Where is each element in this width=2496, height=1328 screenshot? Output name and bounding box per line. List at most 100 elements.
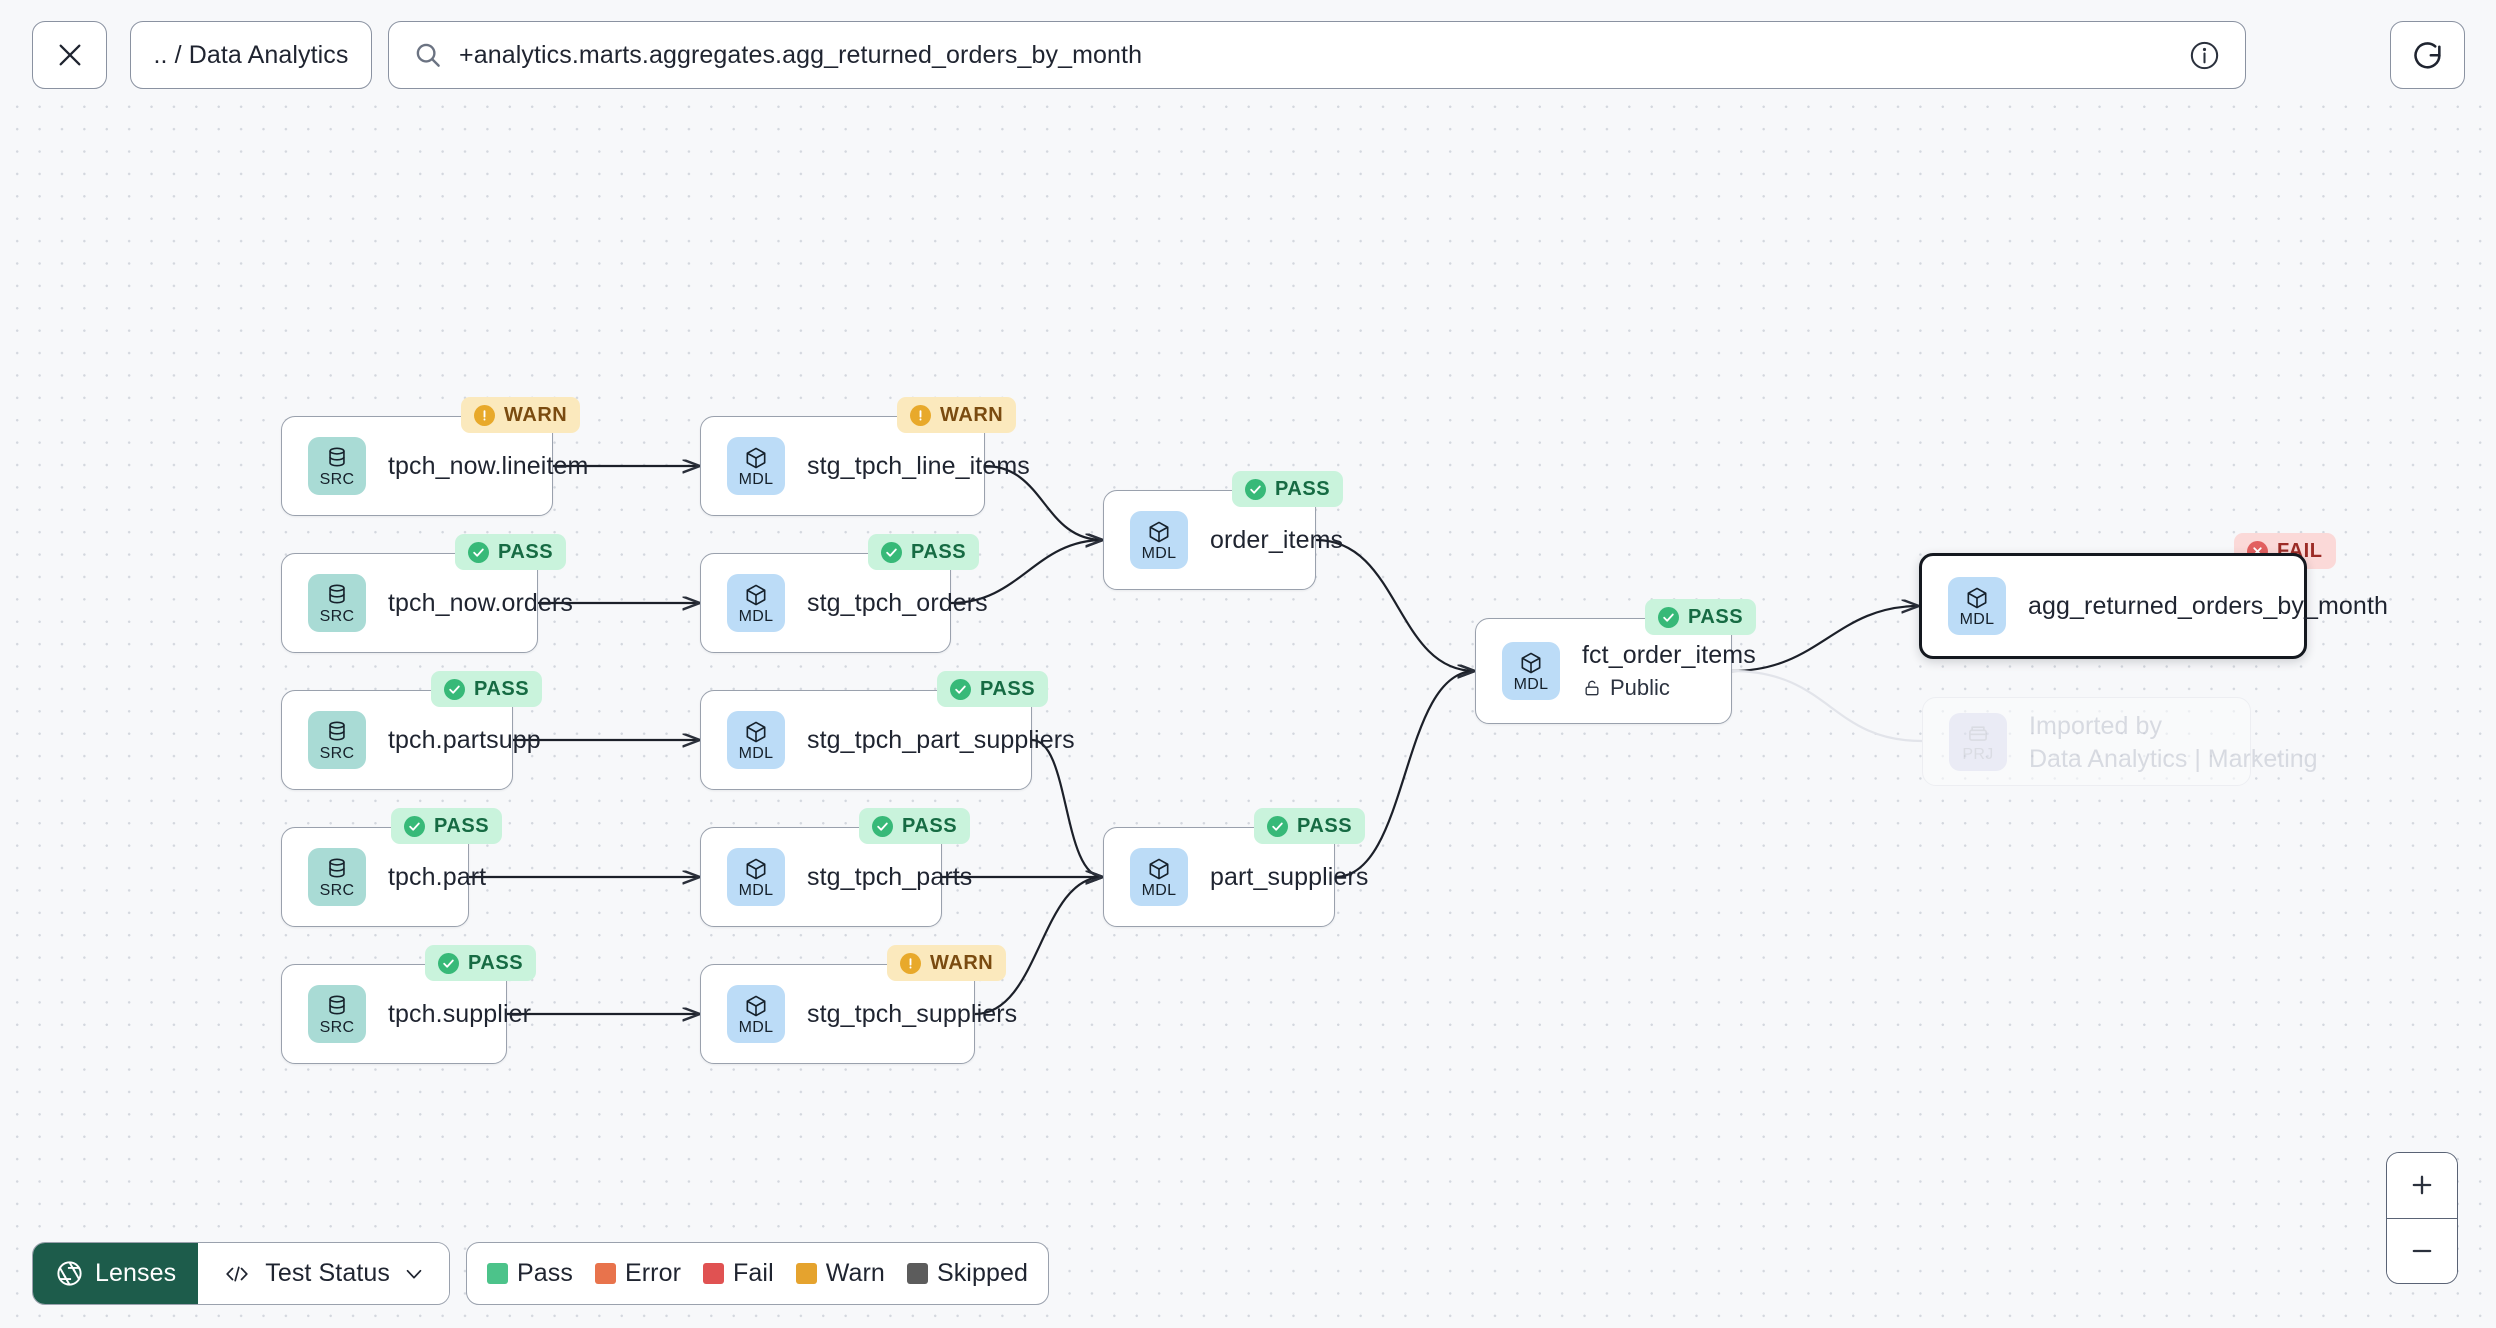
status-badge-pass[interactable]: PASS — [431, 671, 543, 707]
minus-icon — [2412, 1249, 2432, 1252]
node-text-group: tpch.supplier — [388, 1000, 531, 1029]
lineage-edge — [1334, 671, 1475, 879]
node-text-group: stg_tpch_parts — [807, 862, 973, 892]
status-dot-icon — [444, 678, 465, 700]
node-text-group: order_items — [1210, 525, 1344, 555]
status-dot-icon — [474, 404, 495, 426]
node-kind-badge: SRC — [308, 985, 366, 1043]
lenses-button[interactable]: Lenses — [33, 1243, 199, 1304]
legend-item-fail[interactable]: Fail — [703, 1259, 774, 1288]
legend-item-warn[interactable]: Warn — [795, 1259, 885, 1288]
legend-item-pass[interactable]: Pass — [487, 1259, 573, 1288]
status-badge-label: PASS — [1275, 477, 1331, 500]
node-kind-label: MDL — [738, 744, 774, 762]
check-icon — [877, 822, 888, 831]
node-label: stg_tpch_part_suppliers — [807, 725, 1075, 754]
search-input[interactable]: +analytics.marts.aggregates.agg_returned… — [388, 21, 2246, 89]
status-badge-pass[interactable]: PASS — [455, 534, 567, 570]
status-badge-pass[interactable]: PASS — [868, 534, 980, 570]
lenses-label: Lenses — [95, 1259, 177, 1287]
node-kind-label: SRC — [319, 744, 355, 762]
cube-icon — [1149, 858, 1169, 879]
node-kind-label: MDL — [1141, 544, 1177, 562]
exclamation-icon — [483, 409, 486, 421]
status-dot-icon — [881, 541, 902, 563]
status-badge-label: PASS — [474, 677, 530, 700]
node-text-group: stg_tpch_line_items — [807, 451, 1030, 481]
node-kind-label: SRC — [319, 1018, 355, 1036]
node-kind-label: MDL — [738, 1018, 774, 1036]
node-kind-badge: MDL — [727, 711, 785, 769]
database-icon — [329, 857, 345, 878]
status-badge-pass[interactable]: PASS — [1645, 599, 1757, 635]
legend-swatch — [487, 1263, 508, 1284]
close-icon — [59, 44, 80, 66]
status-badge-label: PASS — [434, 814, 490, 837]
node-kind-badge: MDL — [727, 437, 785, 495]
check-icon — [886, 548, 897, 557]
node-label: tpch.part — [388, 862, 487, 891]
search-value: +analytics.marts.aggregates.agg_returned… — [459, 40, 1143, 69]
zoom-out-button[interactable] — [2387, 1218, 2457, 1283]
node-tpch_supplier[interactable]: SRC tpch.supplier — [281, 964, 531, 1064]
close-button[interactable] — [32, 21, 107, 89]
node-order_items[interactable]: MDL order_items — [1103, 490, 1344, 590]
node-kind-badge: MDL — [727, 985, 785, 1043]
check-icon — [449, 685, 460, 694]
status-badge-label: PASS — [468, 951, 524, 974]
status-badge-warn[interactable]: WARN — [461, 397, 581, 433]
status-badge-label: WARN — [940, 403, 1004, 426]
status-dot-icon — [910, 404, 931, 426]
status-badge-pass[interactable]: PASS — [859, 808, 971, 844]
status-badge-label: WARN — [504, 403, 568, 426]
node-text-group: stg_tpch_orders — [807, 588, 988, 618]
status-badge-pass[interactable]: PASS — [391, 808, 503, 844]
node-text-group: stg_tpch_part_suppliers — [807, 725, 1075, 755]
node-label: part_suppliers — [1210, 862, 1369, 891]
node-label: Imported by — [2029, 711, 2163, 740]
node-kind-badge: MDL — [727, 574, 785, 632]
status-badge-label: PASS — [1688, 605, 1744, 628]
status-dot-icon — [1658, 606, 1679, 628]
status-dot-icon — [468, 541, 489, 563]
zoom-in-button[interactable] — [2387, 1153, 2457, 1219]
node-kind-label: MDL — [1141, 881, 1177, 899]
node-text-group: tpch.part — [388, 862, 487, 892]
node-label: tpch_now.orders — [388, 588, 573, 617]
legend-swatch — [703, 1263, 725, 1284]
status-dot-icon — [872, 815, 893, 837]
node-label: stg_tpch_line_items — [807, 451, 1030, 480]
status-badge-pass[interactable]: PASS — [1254, 808, 1366, 844]
node-kind-badge: SRC — [308, 711, 366, 769]
status-badge-warn[interactable]: WARN — [887, 945, 1007, 981]
status-dot-icon — [1267, 815, 1288, 837]
node-text-group: agg_returned_orders_by_month — [2028, 592, 2388, 621]
refresh-button[interactable] — [2390, 21, 2465, 89]
legend-item-skipped[interactable]: Skipped — [906, 1259, 1028, 1288]
node-label: order_items — [1210, 525, 1344, 554]
status-badge-pass[interactable]: PASS — [937, 671, 1049, 707]
legend-label: Error — [624, 1259, 682, 1287]
status-badge-pass[interactable]: PASS — [1232, 471, 1344, 507]
legend-swatch — [594, 1263, 616, 1284]
node-label: stg_tpch_parts — [807, 862, 973, 891]
info-icon[interactable] — [2188, 39, 2221, 72]
node-label: stg_tpch_orders — [807, 588, 988, 617]
test-status-dropdown[interactable]: Test Status — [198, 1243, 449, 1304]
cube-icon — [746, 858, 766, 879]
legend-label: Pass — [517, 1259, 573, 1287]
status-badge-pass[interactable]: PASS — [425, 945, 537, 981]
breadcrumb-label: .. / Data Analytics — [153, 40, 349, 69]
legend-item-error[interactable]: Error — [594, 1259, 682, 1288]
status-badge-label: WARN — [930, 951, 994, 974]
status-badge-warn[interactable]: WARN — [897, 397, 1017, 433]
database-icon — [329, 446, 345, 467]
breadcrumb[interactable]: .. / Data Analytics — [130, 21, 372, 89]
lineage-edge — [974, 877, 1103, 1016]
